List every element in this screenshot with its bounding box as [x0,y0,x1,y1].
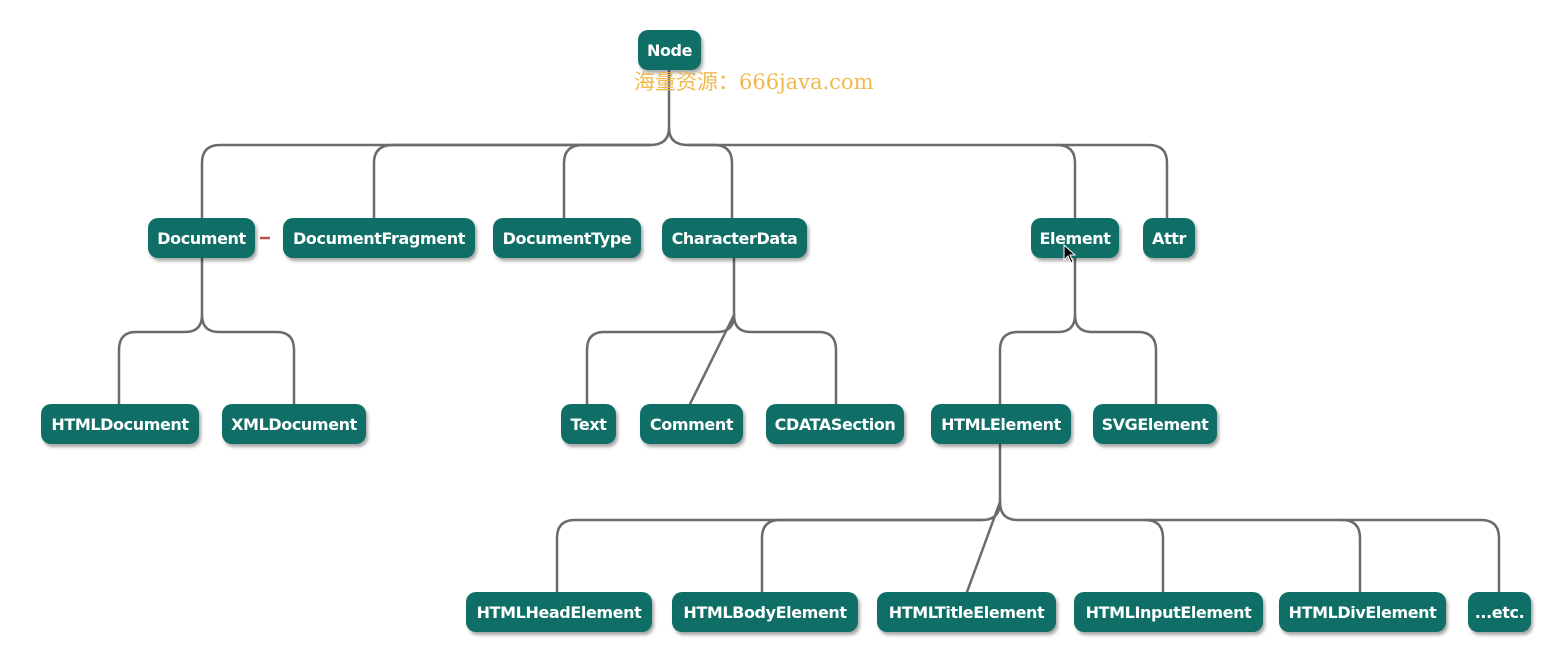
node-html-title-element[interactable]: HTMLTitleElement [877,592,1056,632]
node-html-document[interactable]: HTMLDocument [41,404,199,444]
node-document-type[interactable]: DocumentType [493,218,641,258]
node-document-fragment[interactable]: DocumentFragment [283,218,475,258]
connector-line [1340,518,1501,594]
mouse-cursor-icon [1063,244,1077,264]
node-character-data[interactable]: CharacterData [662,218,807,258]
node-comment[interactable]: Comment [640,404,743,444]
connector-line [555,442,1002,594]
node-cdata-section[interactable]: CDATASection [766,404,904,444]
connector-line [760,518,984,594]
node-attr[interactable]: Attr [1143,218,1195,258]
connector-line [998,256,1077,406]
connector-line [200,313,296,406]
connector-line [585,256,736,406]
connector-line [686,143,1077,220]
connector-line [1055,143,1169,220]
node-etc[interactable]: ...etc. [1468,592,1531,632]
node-node[interactable]: Node [638,30,701,70]
connector-line [372,143,652,220]
node-element[interactable]: Element [1031,218,1119,258]
connector-line [1143,518,1362,594]
node-text[interactable]: Text [561,404,616,444]
node-html-element[interactable]: HTMLElement [931,404,1071,444]
node-html-body-element[interactable]: HTMLBodyElement [672,592,858,632]
connector-line [732,313,838,406]
connector-line [667,126,734,220]
connector-line [562,143,652,220]
connector-line [965,500,1002,594]
node-svg-element[interactable]: SVGElement [1093,404,1217,444]
node-html-input-element[interactable]: HTMLInputElement [1074,592,1263,632]
connector-line [1073,313,1158,406]
node-xml-document[interactable]: XMLDocument [222,404,366,444]
node-html-head-element[interactable]: HTMLHeadElement [466,592,652,632]
connector-line [117,256,204,406]
node-document[interactable]: Document [148,218,255,258]
connector-line [688,313,736,406]
connector-line [200,48,671,220]
watermark-text: 海量资源：666java.com [634,70,874,94]
connector-line [998,500,1165,594]
node-html-div-element[interactable]: HTMLDivElement [1279,592,1446,632]
